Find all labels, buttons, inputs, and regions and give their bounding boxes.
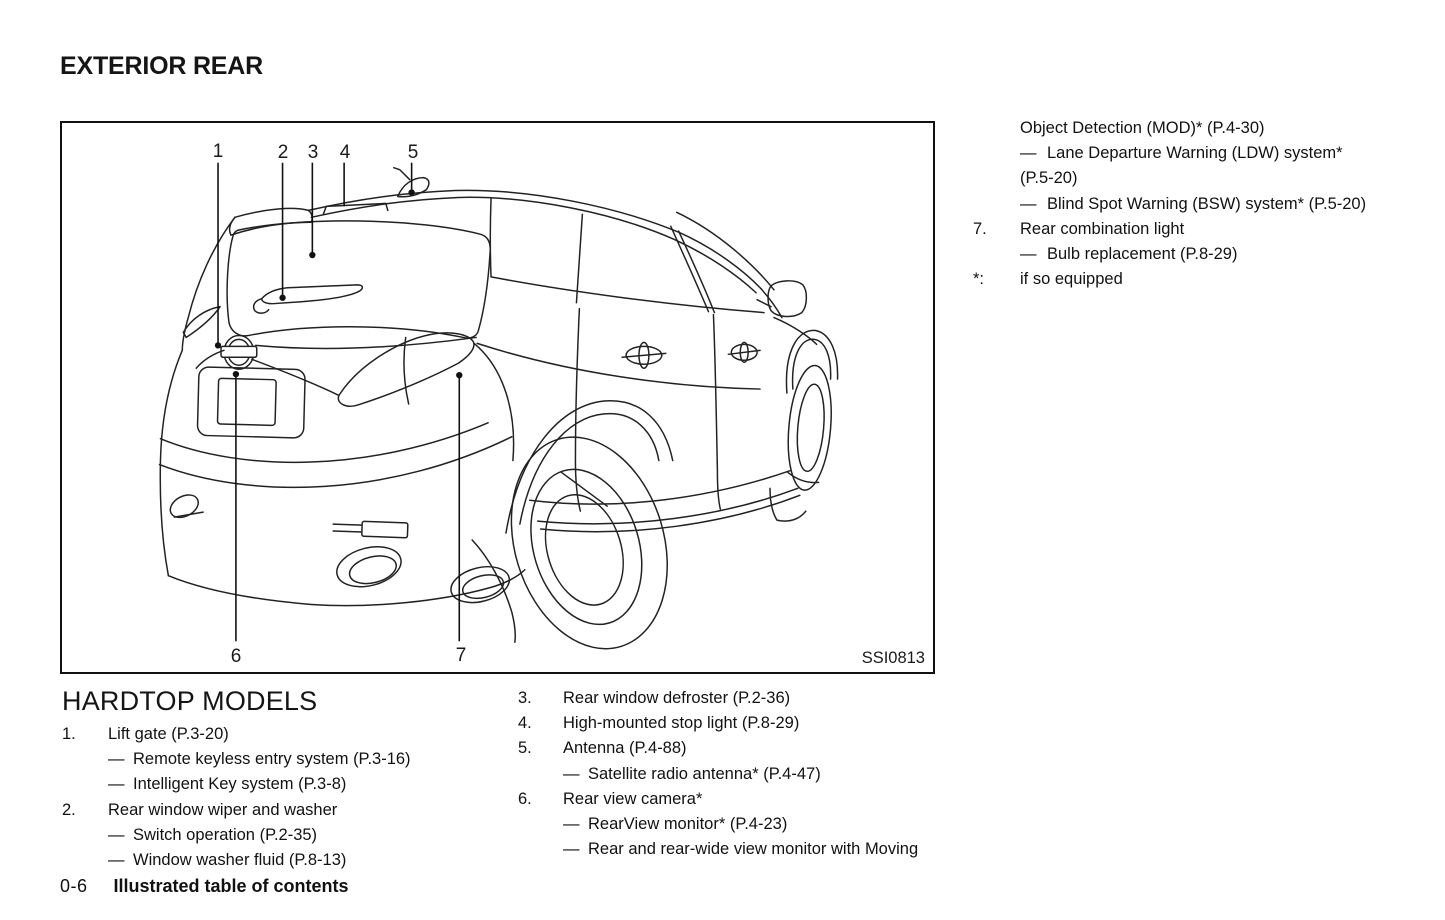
dash-bullet: — <box>563 764 580 783</box>
item-text: (P.5-20) <box>1020 169 1078 188</box>
item-number: 1. <box>62 725 76 743</box>
item-text: Satellite radio antenna* (P.4-47) <box>588 764 821 783</box>
list-line: — Rear and rear-wide view monitor with Mo… <box>518 837 918 862</box>
item-text: High-mounted stop light (P.8-29) <box>563 714 800 733</box>
dash-bullet: — <box>563 815 580 834</box>
item-text: Antenna (P.4-88) <box>563 739 687 758</box>
indent-spacer <box>62 848 108 873</box>
indent-spacer <box>973 166 1020 191</box>
item-text: RearView monitor* (P.4-23) <box>588 815 788 834</box>
list-line: — Remote keyless entry system (P.3-16) <box>62 747 411 772</box>
indent-spacer <box>973 192 1020 217</box>
item-text: Window washer fluid (P.8-13) <box>133 851 347 870</box>
item-text: Object Detection (MOD)* (P.4-30) <box>1020 119 1265 137</box>
item-text: Rear window defroster (P.2-36) <box>563 689 791 707</box>
list-line: 6. Rear view camera* <box>518 787 918 812</box>
callout-5: 5 <box>407 142 419 163</box>
footer-label: Illustrated table of contents <box>113 876 349 896</box>
item-text: Rear and rear-wide view monitor with Mov… <box>588 840 919 859</box>
callout-7: 7 <box>455 645 467 666</box>
list-line: 7. Rear combination light <box>973 217 1366 242</box>
indent-spacer <box>518 837 563 862</box>
item-number: 5. <box>518 739 532 758</box>
page-title: EXTERIOR REAR <box>60 52 263 80</box>
exterior-rear-diagram: 1 2 3 4 5 6 7 SSI0813 <box>60 121 935 674</box>
callout-1: 1 <box>212 141 224 162</box>
dash-bullet: — <box>1020 245 1037 264</box>
list-line: Object Detection (MOD)* (P.4-30) <box>973 116 1366 141</box>
item-text: if so equipped <box>1020 270 1123 289</box>
section-heading: HARDTOP MODELS <box>62 686 318 716</box>
callout-6: 6 <box>230 646 242 667</box>
callout-3: 3 <box>307 142 319 163</box>
indent-spacer <box>973 141 1020 166</box>
item-text: Rear view camera* <box>563 789 703 808</box>
dash-bullet: — <box>108 750 125 769</box>
indent-spacer <box>518 762 563 787</box>
indent-spacer <box>518 812 563 837</box>
list-line: *: if so equipped <box>973 267 1366 292</box>
callout-leader-lines <box>214 162 463 642</box>
list-line: (P.5-20) <box>973 166 1366 191</box>
list-line: — RearView monitor* (P.4-23) <box>518 812 918 837</box>
dash-bullet: — <box>1020 144 1037 163</box>
figure-id: SSI0813 <box>861 649 925 667</box>
list-line: — Bulb replacement (P.8-29) <box>973 242 1366 267</box>
indent-spacer <box>62 747 108 772</box>
middle-column: 3. Rear window defroster (P.2-36) 4. High-… <box>518 686 918 862</box>
item-number: 7. <box>973 219 987 238</box>
item-text: Lane Departure Warning (LDW) system* <box>1047 144 1343 163</box>
item-text: Rear window wiper and washer <box>108 800 338 819</box>
dash-bullet: — <box>108 825 125 844</box>
left-column: HARDTOP MODELS 1. Lift gate (P.3-20) — Rem… <box>62 686 411 873</box>
list-line: — Intelligent Key system (P.3-8) <box>62 772 411 797</box>
callout-4: 4 <box>339 142 351 163</box>
car-line-art <box>158 166 839 650</box>
list-line: 1. Lift gate (P.3-20) <box>62 722 411 747</box>
page-footer: 0-6 Illustrated table of contents <box>60 876 349 897</box>
list-line: — Window washer fluid (P.8-13) <box>62 848 411 873</box>
item-number: 2. <box>62 800 76 819</box>
list-line: 5. Antenna (P.4-88) <box>518 736 918 761</box>
item-text: Switch operation (P.2-35) <box>133 825 318 844</box>
footnote-marker: *: <box>973 270 985 289</box>
item-text: Rear combination light <box>1020 219 1185 238</box>
indent-spacer <box>62 823 108 848</box>
list-line: — Blind Spot Warning (BSW) system* (P.5-2… <box>973 192 1366 217</box>
dash-bullet: — <box>563 840 580 859</box>
dash-bullet: — <box>1020 194 1037 213</box>
item-number: 6. <box>518 789 532 808</box>
callout-2: 2 <box>277 142 289 163</box>
dash-bullet: — <box>108 851 125 870</box>
list-line: 3. Rear window defroster (P.2-36) <box>518 686 918 711</box>
item-text: Blind Spot Warning (BSW) system* (P.5-20… <box>1047 194 1367 213</box>
car-rear-illustration <box>158 162 839 650</box>
page-number: 0-6 <box>60 876 88 896</box>
list-line: 2. Rear window wiper and washer <box>62 798 411 823</box>
item-text: Bulb replacement (P.8-29) <box>1047 245 1238 264</box>
indent-spacer <box>62 772 108 797</box>
indent-spacer <box>973 116 1020 141</box>
item-number: 3. <box>518 689 532 707</box>
list-line: 4. High-mounted stop light (P.8-29) <box>518 711 918 736</box>
list-line: — Satellite radio antenna* (P.4-47) <box>518 762 918 787</box>
item-text: Intelligent Key system (P.3-8) <box>133 775 347 794</box>
item-text: Lift gate (P.3-20) <box>108 725 229 743</box>
right-column: Object Detection (MOD)* (P.4-30) — Lane D… <box>973 116 1366 292</box>
indent-spacer <box>973 242 1020 267</box>
list-line: — Lane Departure Warning (LDW) system* <box>973 141 1366 166</box>
item-number: 4. <box>518 714 532 733</box>
item-text: Remote keyless entry system (P.3-16) <box>133 750 411 769</box>
list-line: — Switch operation (P.2-35) <box>62 823 411 848</box>
dash-bullet: — <box>108 775 125 794</box>
